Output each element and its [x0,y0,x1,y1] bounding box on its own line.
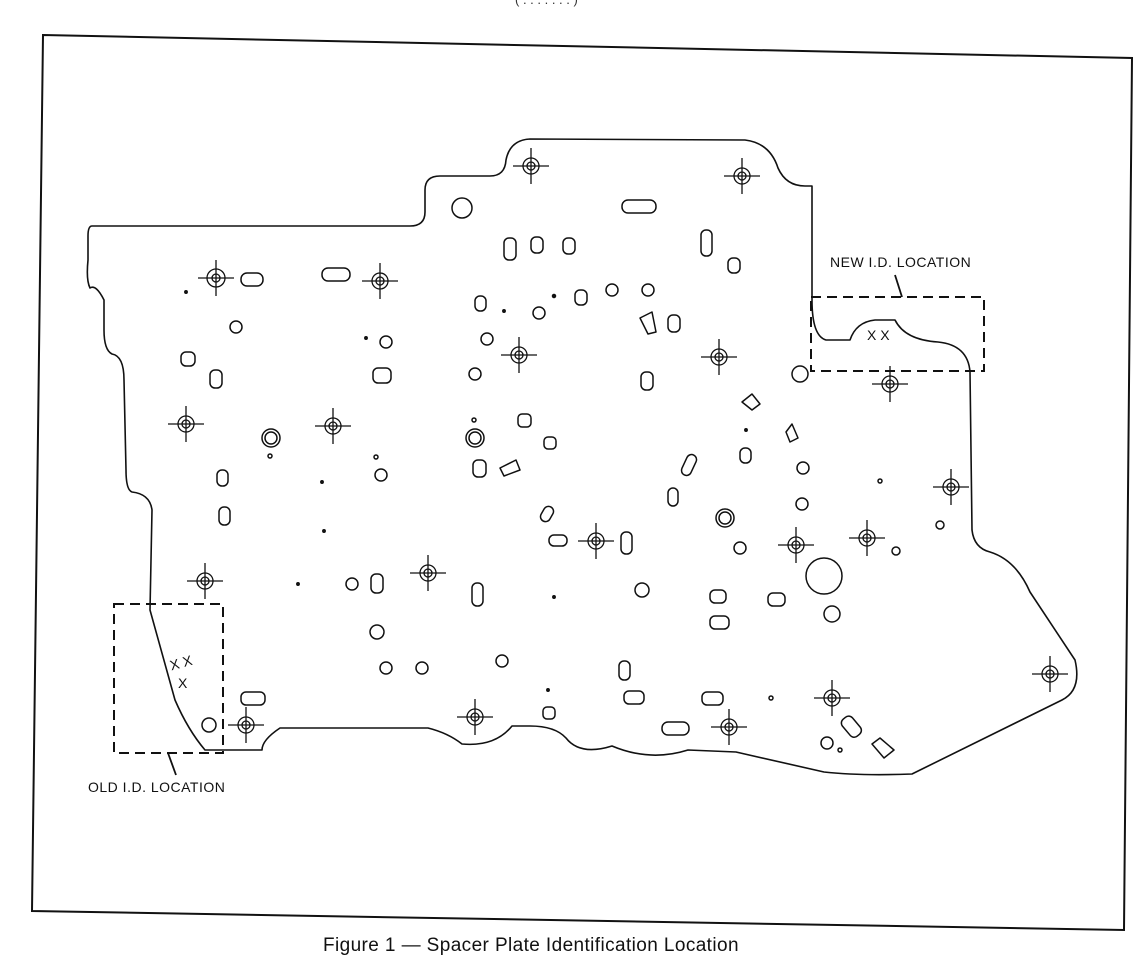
figure-frame [30,33,1134,932]
old-id-marks-row1: X X [168,652,195,673]
old-id-location-label: OLD I.D. LOCATION [88,779,225,795]
bolt-holes [168,148,1068,745]
plate-holes [180,197,945,759]
new-id-leader-line [894,274,903,298]
old-id-leader-line [167,752,177,776]
new-id-location-label: NEW I.D. LOCATION [830,254,971,270]
figure-caption: Figure 1 — Spacer Plate Identification L… [323,935,739,956]
new-id-marks: X X [867,327,890,343]
old-id-marks-row2: X [178,675,188,691]
new-id-location-box [810,296,985,372]
spacer-plate-outline [86,138,1078,776]
header-fragment: ( . . . . . . . ) [515,0,578,7]
